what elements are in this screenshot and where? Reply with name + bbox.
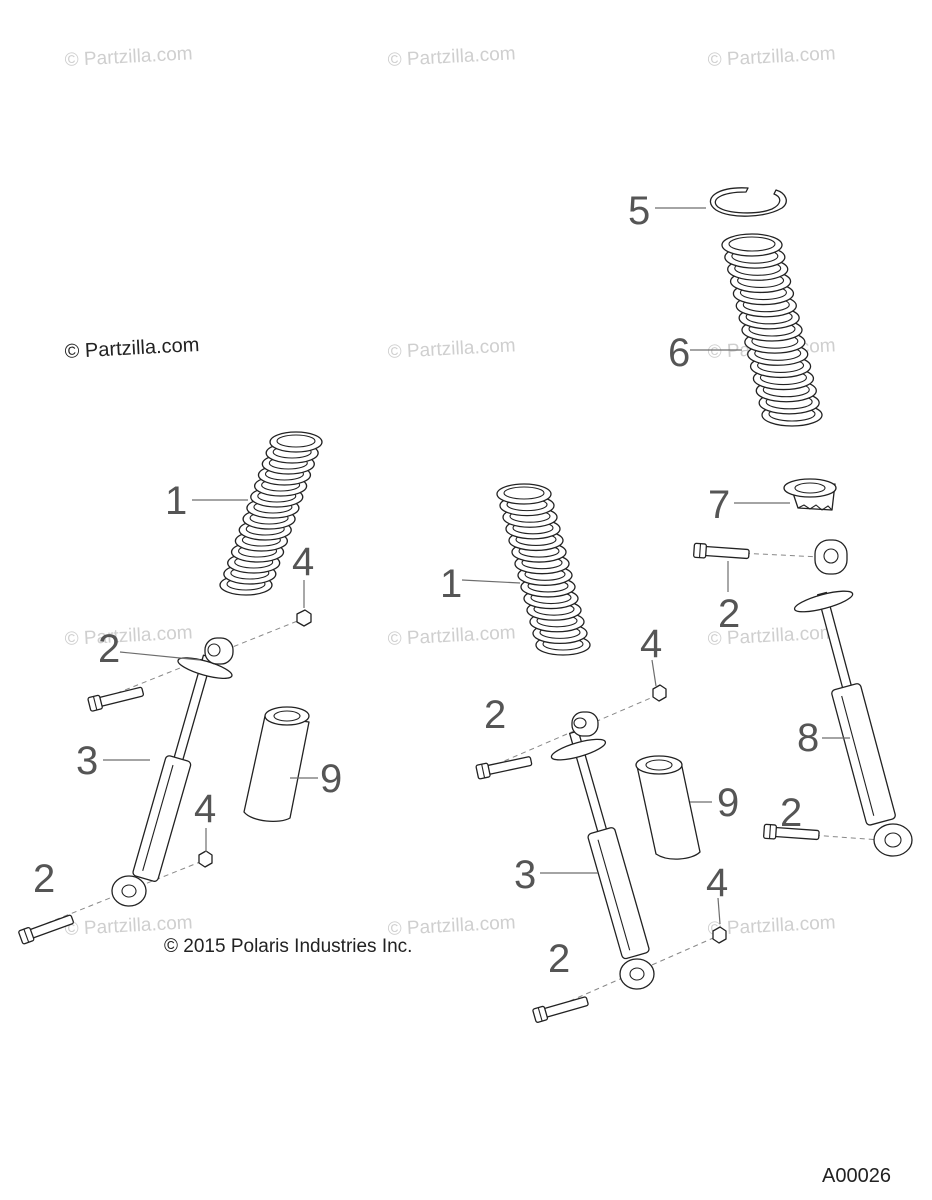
callout-label: 2	[33, 857, 55, 901]
spring-bushing	[783, 478, 837, 511]
callout-labels: 1 4 2 3 4 9 2 1 4 2 3 9 4 2 5 6 7 2 8 2	[33, 189, 819, 981]
callout-label: 3	[514, 853, 536, 897]
callout-label: 1	[440, 562, 462, 606]
callout-label: 2	[548, 937, 570, 981]
coil-spring-top	[721, 233, 823, 427]
spring-coil-inner	[728, 236, 776, 252]
shock-boot-middle	[635, 755, 701, 860]
spring-coil-inner	[276, 434, 316, 448]
leader-lines	[103, 207, 850, 925]
watermark: © Partzilla.com	[64, 622, 193, 650]
callout-label: 4	[706, 861, 728, 905]
callout-label: 5	[628, 189, 650, 233]
callout-label: 1	[165, 479, 187, 523]
watermark: © Partzilla.com	[387, 335, 516, 363]
callout-label: 4	[640, 622, 662, 666]
spring-coil-inner	[503, 486, 545, 500]
callout-label: 2	[98, 627, 120, 671]
callout-label: 3	[76, 739, 98, 783]
callout-label: 9	[717, 781, 739, 825]
spring-coil	[721, 233, 783, 257]
copyright-text: © 2015 Polaris Industries Inc.	[164, 936, 412, 957]
callout-label: 2	[484, 693, 506, 737]
watermark: © Partzilla.com	[64, 334, 200, 363]
shock-absorber-right	[692, 539, 913, 857]
shock-boot-left	[243, 706, 310, 823]
shock-absorber-middle	[475, 684, 727, 1024]
callout-label: 2	[718, 592, 740, 636]
callout-label: 9	[320, 757, 342, 801]
figure-id: A00026	[822, 1165, 891, 1187]
watermark: © Partzilla.com	[387, 43, 516, 71]
shock-absorber-left	[17, 609, 312, 945]
callout-label: 7	[708, 483, 730, 527]
callout-label: 2	[780, 791, 802, 835]
watermark: © Partzilla.com	[387, 622, 516, 650]
watermark: © Partzilla.com	[64, 43, 193, 71]
coil-spring-middle	[496, 483, 591, 656]
callout-label: 8	[797, 716, 819, 760]
callout-label: 6	[668, 331, 690, 375]
watermark-layer: © Partzilla.com © Partzilla.com © Partzi…	[64, 43, 836, 940]
callout-label: 4	[194, 787, 216, 831]
coil-spring-left	[219, 431, 323, 596]
callout-label: 4	[292, 540, 314, 584]
watermark: © Partzilla.com	[707, 43, 836, 71]
retaining-clip	[709, 187, 787, 217]
